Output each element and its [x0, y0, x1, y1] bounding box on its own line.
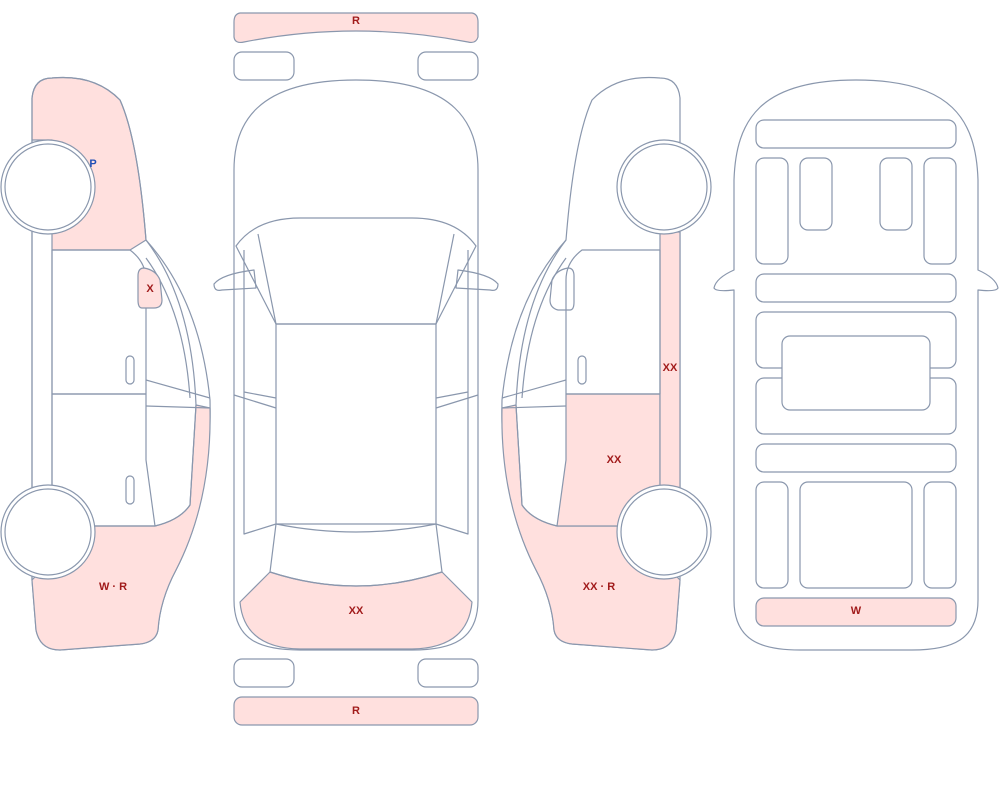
left-taillight[interactable] — [233, 658, 295, 688]
right-side-mirror[interactable] — [549, 267, 575, 311]
right-window-frame — [501, 239, 567, 527]
right-front-wheel-rim — [620, 143, 708, 231]
left-headlight[interactable] — [233, 51, 295, 81]
right-pillar-label: XX — [663, 362, 678, 374]
rear-bumper-label: R — [352, 705, 360, 717]
left-fender-label: P — [89, 158, 96, 170]
front-bumper[interactable] — [233, 12, 479, 44]
door-line-left — [233, 391, 277, 409]
right-quarter-label: XX · R — [583, 581, 615, 593]
windshield[interactable] — [235, 217, 477, 325]
left-front-door[interactable] — [51, 249, 147, 395]
interior-view: W — [713, 79, 999, 651]
front-left-console[interactable] — [799, 157, 833, 231]
right-headlight[interactable] — [417, 51, 479, 81]
left-rear-wheel-rim — [4, 488, 92, 576]
top-body-outline — [233, 79, 479, 651]
right-taillight[interactable] — [417, 658, 479, 688]
interior-body-outline — [713, 79, 999, 651]
left-rear-door-handle[interactable] — [125, 475, 135, 505]
front-left-seat[interactable] — [755, 157, 789, 265]
roof[interactable] — [275, 323, 437, 525]
left-side-mirror[interactable] — [137, 267, 163, 309]
sunroof[interactable] — [781, 335, 931, 411]
underbody-rear[interactable] — [755, 597, 957, 627]
left-front-door-handle[interactable] — [125, 355, 135, 385]
left-quarter-label: W · R — [99, 581, 127, 593]
front-bumper-label: R — [352, 15, 360, 27]
a-pillar-right — [435, 233, 469, 535]
dashboard[interactable] — [755, 119, 957, 149]
front-right-seat[interactable] — [923, 157, 957, 265]
rear-window[interactable] — [269, 523, 443, 587]
front-seat-row[interactable] — [755, 273, 957, 303]
rear-bumper[interactable] — [233, 696, 479, 726]
left-mirror-label: X — [146, 283, 154, 295]
front-right-console[interactable] — [879, 157, 913, 231]
door-line-right — [435, 391, 479, 409]
top-left-mirror[interactable] — [213, 269, 257, 291]
top-view: R XX R — [213, 12, 499, 726]
a-pillar-left — [243, 233, 277, 535]
right-rear-door-label: XX — [607, 454, 622, 466]
trunk-lid-label: XX — [349, 605, 364, 617]
right-front-door[interactable] — [565, 249, 661, 395]
cargo-floor[interactable] — [799, 481, 913, 589]
rear-seat-row[interactable] — [755, 443, 957, 473]
left-window-frame — [145, 239, 211, 527]
rear-right-seat[interactable] — [923, 481, 957, 589]
left-front-wheel-rim — [4, 143, 92, 231]
left-side-view: P X W · R — [0, 76, 211, 651]
underbody-rear-label: W — [851, 605, 862, 617]
right-front-door-handle[interactable] — [577, 355, 587, 385]
top-right-mirror[interactable] — [455, 269, 499, 291]
right-rear-wheel-rim — [620, 488, 708, 576]
rear-left-seat[interactable] — [755, 481, 789, 589]
right-side-view: XX XX XX · R — [501, 76, 712, 651]
